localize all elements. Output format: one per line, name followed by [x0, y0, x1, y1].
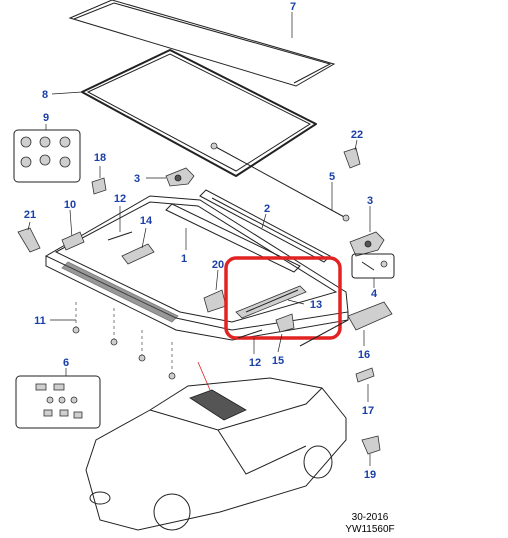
callout-2: 2: [264, 203, 270, 215]
roof-frame: [44, 195, 349, 341]
motor-mount-upper: [165, 167, 195, 187]
guide-block-14: [121, 243, 155, 265]
clip-rows: [72, 302, 176, 380]
fastener-21: [17, 227, 41, 253]
callout-11: 11: [34, 315, 46, 327]
callout-15: 15: [272, 355, 284, 367]
callout-19: 19: [364, 469, 376, 481]
bracket-18: [91, 177, 107, 195]
callout-17: 17: [362, 405, 374, 417]
callout-13: 13: [310, 299, 322, 311]
callout-12-upper: 12: [114, 193, 126, 205]
highlight-box: [224, 256, 342, 340]
callout-16: 16: [358, 349, 370, 361]
callout-7: 7: [290, 1, 296, 13]
callout-8: 8: [42, 89, 48, 101]
callout-20: 20: [212, 259, 224, 271]
callout-6: 6: [63, 357, 69, 369]
motor-mount-right: [349, 231, 385, 257]
seal-frame: [81, 49, 317, 177]
guide-rail-1: [165, 203, 301, 273]
callout-21: 21: [24, 209, 36, 221]
callout-1: 1: [181, 253, 187, 265]
callout-14: 14: [140, 215, 153, 227]
drain-tube: [210, 142, 350, 222]
diagram-reference-code: YW11560F: [345, 524, 394, 535]
diagram-reference-date: 30-2016: [352, 512, 389, 523]
sunshade-cable-13: [235, 285, 307, 319]
cable-12-upper: [107, 231, 133, 241]
car-outline: [85, 377, 347, 531]
bolt-kit: [13, 129, 81, 183]
pointer-line: [197, 361, 211, 391]
cable-12-lower: [237, 329, 263, 339]
fastener-22: [343, 147, 361, 169]
screw-kit-4: [351, 253, 395, 279]
callout-10: 10: [64, 199, 76, 211]
callout-18: 18: [94, 152, 106, 164]
clip-19: [361, 435, 381, 455]
clip-15: [275, 313, 295, 333]
motor-16: [299, 301, 393, 347]
glass-panel: [68, 0, 336, 87]
callout-3-upper: 3: [134, 173, 140, 185]
bracket-20: [203, 289, 227, 313]
guide-rail-2: [199, 189, 331, 263]
callout-3-right: 3: [367, 195, 373, 207]
clip-17: [355, 367, 375, 383]
callout-5: 5: [329, 171, 335, 183]
callout-9: 9: [43, 112, 49, 124]
callout-12-lower: 12: [249, 357, 261, 369]
plug-kit-6: [15, 375, 101, 429]
callout-4: 4: [371, 288, 378, 300]
callout-22: 22: [351, 129, 363, 141]
